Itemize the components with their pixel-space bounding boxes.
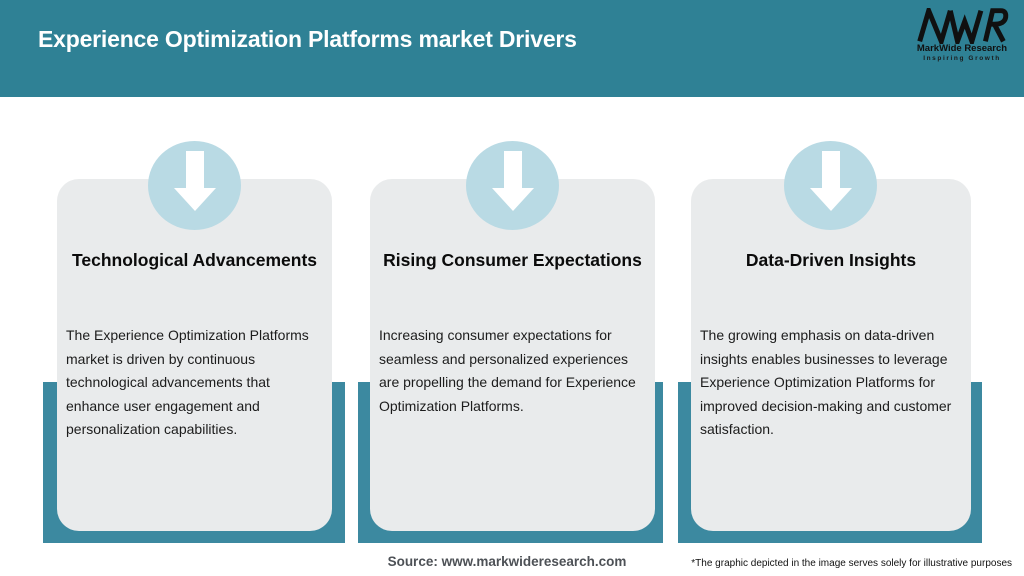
arrow-badge bbox=[784, 141, 877, 230]
card-body: The growing emphasis on data-driven insi… bbox=[700, 327, 952, 437]
card-title: Data-Driven Insights bbox=[745, 250, 917, 270]
page-title: Experience Optimization Platforms market… bbox=[38, 26, 577, 52]
driver-card-rising-consumer-expectations: Rising Consumer Expectations Increasing … bbox=[370, 179, 655, 531]
driver-card-data-driven-insights: Data-Driven Insights The growing emphasi… bbox=[691, 179, 971, 531]
logo-tagline: Inspiring Growth bbox=[923, 55, 1001, 62]
down-arrow-icon bbox=[173, 150, 216, 211]
markwide-logo: MarkWide Research Inspiring Growth bbox=[912, 8, 1012, 63]
logo-company-name: MarkWide Research bbox=[916, 43, 1008, 54]
arrow-badge bbox=[148, 141, 241, 230]
down-arrow-icon bbox=[809, 150, 852, 211]
mwr-logo-mark-icon bbox=[917, 8, 1009, 44]
card-title: Technological Advancements bbox=[71, 250, 318, 270]
disclaimer-note: *The graphic depicted in the image serve… bbox=[691, 558, 1012, 569]
card-title: Rising Consumer Expectations bbox=[383, 250, 642, 270]
header-bar: Experience Optimization Platforms market… bbox=[0, 0, 1024, 97]
card-body: Increasing consumer expectations for sea… bbox=[379, 327, 636, 414]
driver-card-technological-advancements: Technological Advancements The Experienc… bbox=[57, 179, 332, 531]
down-arrow-icon bbox=[491, 150, 534, 211]
source-attribution: Source: www.markwideresearch.com bbox=[387, 554, 627, 569]
card-body: The Experience Optimization Platforms ma… bbox=[66, 327, 309, 437]
arrow-badge bbox=[466, 141, 559, 230]
